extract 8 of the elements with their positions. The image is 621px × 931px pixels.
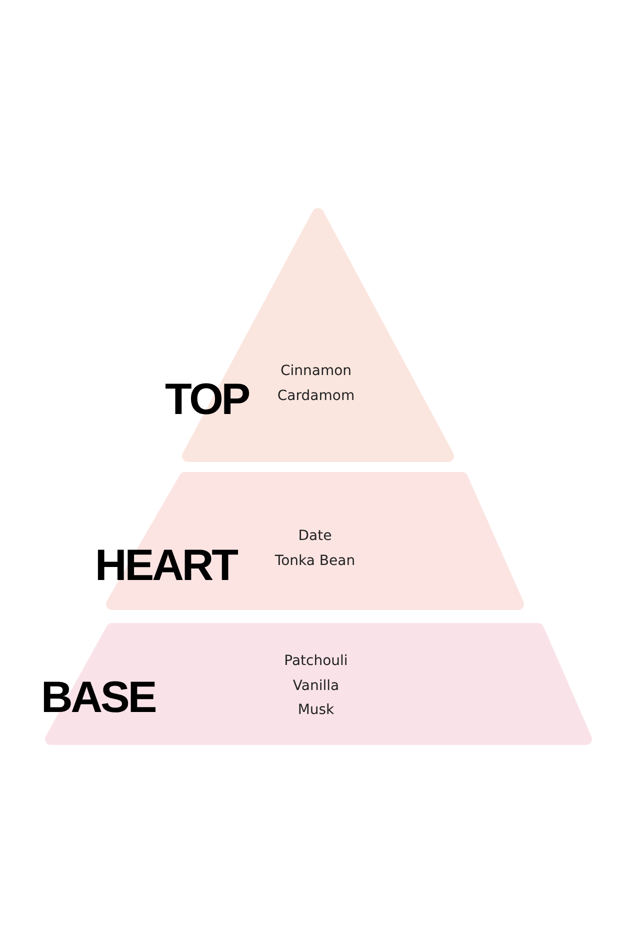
- note-text: Musk: [296, 701, 336, 720]
- tier-heading: BASE: [41, 676, 156, 720]
- note-text: Date: [297, 527, 333, 546]
- note-text: Patchouli: [283, 652, 349, 671]
- tier-heading: TOP: [165, 378, 249, 422]
- tier-heading: HEART: [95, 544, 237, 588]
- note-text: Cinnamon: [279, 362, 353, 381]
- note-text: Vanilla: [292, 676, 340, 696]
